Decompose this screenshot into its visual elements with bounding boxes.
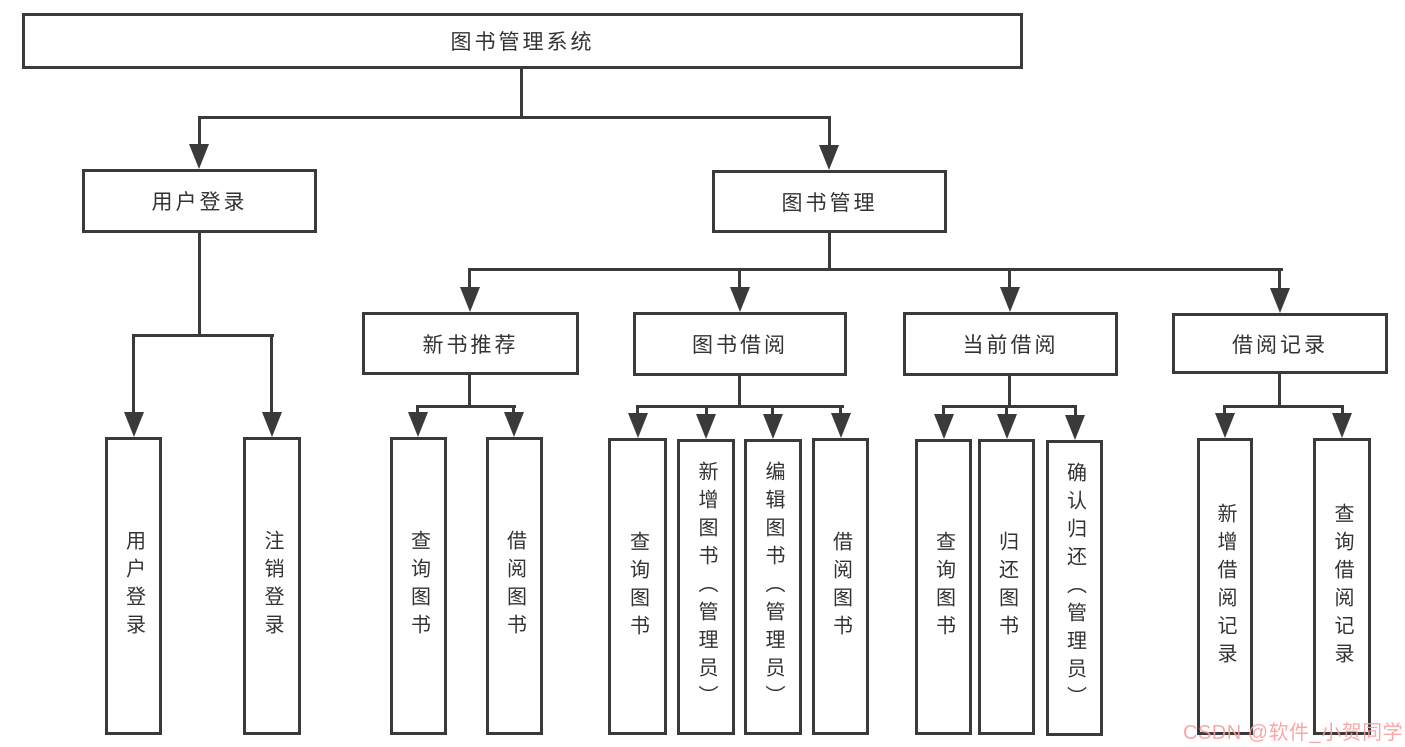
connector-line xyxy=(512,405,515,417)
connector-line xyxy=(416,405,419,417)
arrow-down-icon xyxy=(1270,288,1290,313)
arrow-down-icon xyxy=(460,287,480,312)
leaf-logout: 注销登录 xyxy=(243,437,301,735)
arrow-down-icon xyxy=(1332,413,1352,438)
arrow-down-icon xyxy=(189,144,209,169)
arrow-down-icon xyxy=(831,413,851,438)
node-book-management: 图书管理 xyxy=(712,170,947,233)
connector-line xyxy=(1008,374,1011,408)
connector-line xyxy=(198,231,201,337)
node-user-login: 用户登录 xyxy=(82,169,317,233)
connector-line xyxy=(1074,405,1077,417)
arrow-down-icon xyxy=(730,287,750,312)
connector-line xyxy=(705,405,708,417)
node-root: 图书管理系统 xyxy=(22,13,1023,69)
connector-line xyxy=(1223,405,1226,415)
arrow-down-icon xyxy=(504,412,524,437)
connector-line xyxy=(1008,268,1011,292)
arrow-down-icon xyxy=(262,412,282,437)
arrow-down-icon xyxy=(1000,287,1020,312)
connector-line xyxy=(636,405,639,417)
leaf-query-books-recommend: 查询图书 xyxy=(390,437,447,735)
leaf-query-borrow-record: 查询借阅记录 xyxy=(1313,438,1371,735)
connector-line xyxy=(738,374,741,408)
arrow-down-icon xyxy=(763,414,783,439)
leaf-edit-book-admin: 编辑图书（管理员） xyxy=(744,439,802,735)
arrow-down-icon xyxy=(1215,413,1235,438)
connector-line xyxy=(1341,405,1344,415)
connector-line xyxy=(839,405,842,417)
leaf-confirm-return-admin: 确认归还（管理员） xyxy=(1046,440,1103,736)
connector-line xyxy=(132,334,135,416)
connector-line xyxy=(1005,405,1008,417)
leaf-borrow-books-borrow: 借阅图书 xyxy=(812,438,869,735)
leaf-return-book: 归还图书 xyxy=(978,439,1035,735)
node-book-borrow: 图书借阅 xyxy=(633,312,847,376)
connector-line xyxy=(270,334,273,416)
connector-line xyxy=(1278,374,1281,408)
arrow-down-icon xyxy=(1065,415,1085,440)
arrow-down-icon xyxy=(997,414,1017,439)
connector-line xyxy=(828,116,831,150)
arrow-down-icon xyxy=(124,412,144,437)
connector-line xyxy=(1278,268,1281,292)
arrow-down-icon xyxy=(934,414,954,439)
arrow-down-icon xyxy=(819,145,839,170)
node-current-borrow: 当前借阅 xyxy=(903,312,1118,376)
leaf-query-books-current: 查询图书 xyxy=(915,439,972,735)
leaf-add-borrow-record: 新增借阅记录 xyxy=(1197,438,1253,735)
connector-line xyxy=(416,405,516,408)
connector-line xyxy=(636,405,844,408)
leaf-user-login: 用户登录 xyxy=(105,437,162,735)
connector-line xyxy=(828,231,831,271)
node-borrow-records: 借阅记录 xyxy=(1172,313,1388,374)
connector-line xyxy=(520,67,523,118)
leaf-borrow-books-recommend: 借阅图书 xyxy=(486,437,543,735)
connector-line xyxy=(198,116,831,119)
connector-line xyxy=(771,405,774,417)
connector-line xyxy=(1223,405,1344,408)
connector-line xyxy=(738,268,741,292)
connector-line xyxy=(942,405,945,417)
connector-line xyxy=(198,116,201,150)
connector-line xyxy=(468,268,471,292)
leaf-query-books-borrow: 查询图书 xyxy=(608,438,667,735)
connector-line xyxy=(468,373,471,408)
connector-line xyxy=(132,334,274,337)
watermark: CSDN @软件_小贺同学 xyxy=(1183,722,1404,744)
leaf-add-book-admin: 新增图书（管理员） xyxy=(677,439,735,735)
arrow-down-icon xyxy=(408,412,428,437)
connector-line xyxy=(468,268,1283,271)
arrow-down-icon xyxy=(696,414,716,439)
node-new-book-recommend: 新书推荐 xyxy=(362,312,579,375)
connector-line xyxy=(942,405,1077,408)
arrow-down-icon xyxy=(628,413,648,438)
